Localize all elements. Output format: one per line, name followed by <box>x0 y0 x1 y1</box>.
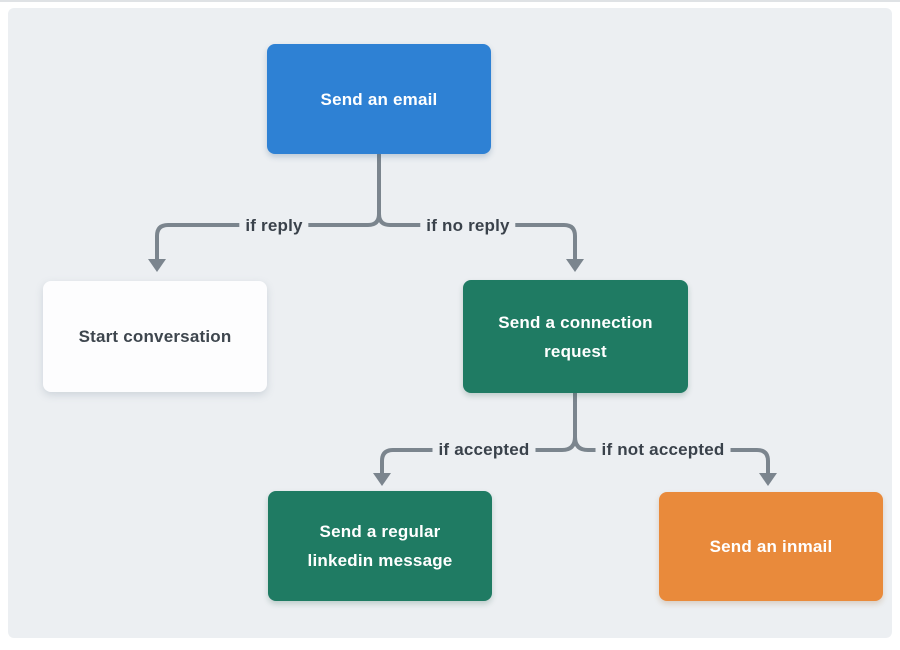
arrowhead-to-linkedin-message <box>373 473 391 486</box>
window-top-edge <box>0 0 900 2</box>
node-label: Start conversation <box>78 327 232 346</box>
edge-label-if-not-accepted: if not accepted <box>595 439 731 461</box>
node-send-email: Send an email <box>267 44 491 154</box>
node-send-linkedin-message: Send a regular linkedin message <box>268 491 492 601</box>
node-start-conversation: Start conversation <box>43 281 267 392</box>
node-label: Send an inmail <box>709 537 833 556</box>
node-label: Send a regular linkedin message <box>307 522 453 570</box>
connector-email-to-start-conversation <box>155 150 381 263</box>
node-send-inmail: Send an inmail <box>659 492 883 601</box>
node-send-connection-request: Send a connection request <box>463 280 688 393</box>
connector-email-to-connection-request <box>377 212 577 263</box>
node-label: Send a connection request <box>498 312 653 361</box>
connector-request-to-inmail <box>573 435 770 476</box>
edge-label-if-reply: if reply <box>239 215 309 237</box>
arrowhead-to-inmail <box>759 473 777 486</box>
arrowhead-to-start-conversation <box>148 259 166 272</box>
node-label: Send an email <box>320 89 438 109</box>
edge-label-if-no-reply: if no reply <box>420 215 516 237</box>
connector-request-to-linkedin-message <box>380 389 577 476</box>
edge-label-if-accepted: if accepted <box>432 439 536 461</box>
arrowhead-to-connection-request <box>566 259 584 272</box>
